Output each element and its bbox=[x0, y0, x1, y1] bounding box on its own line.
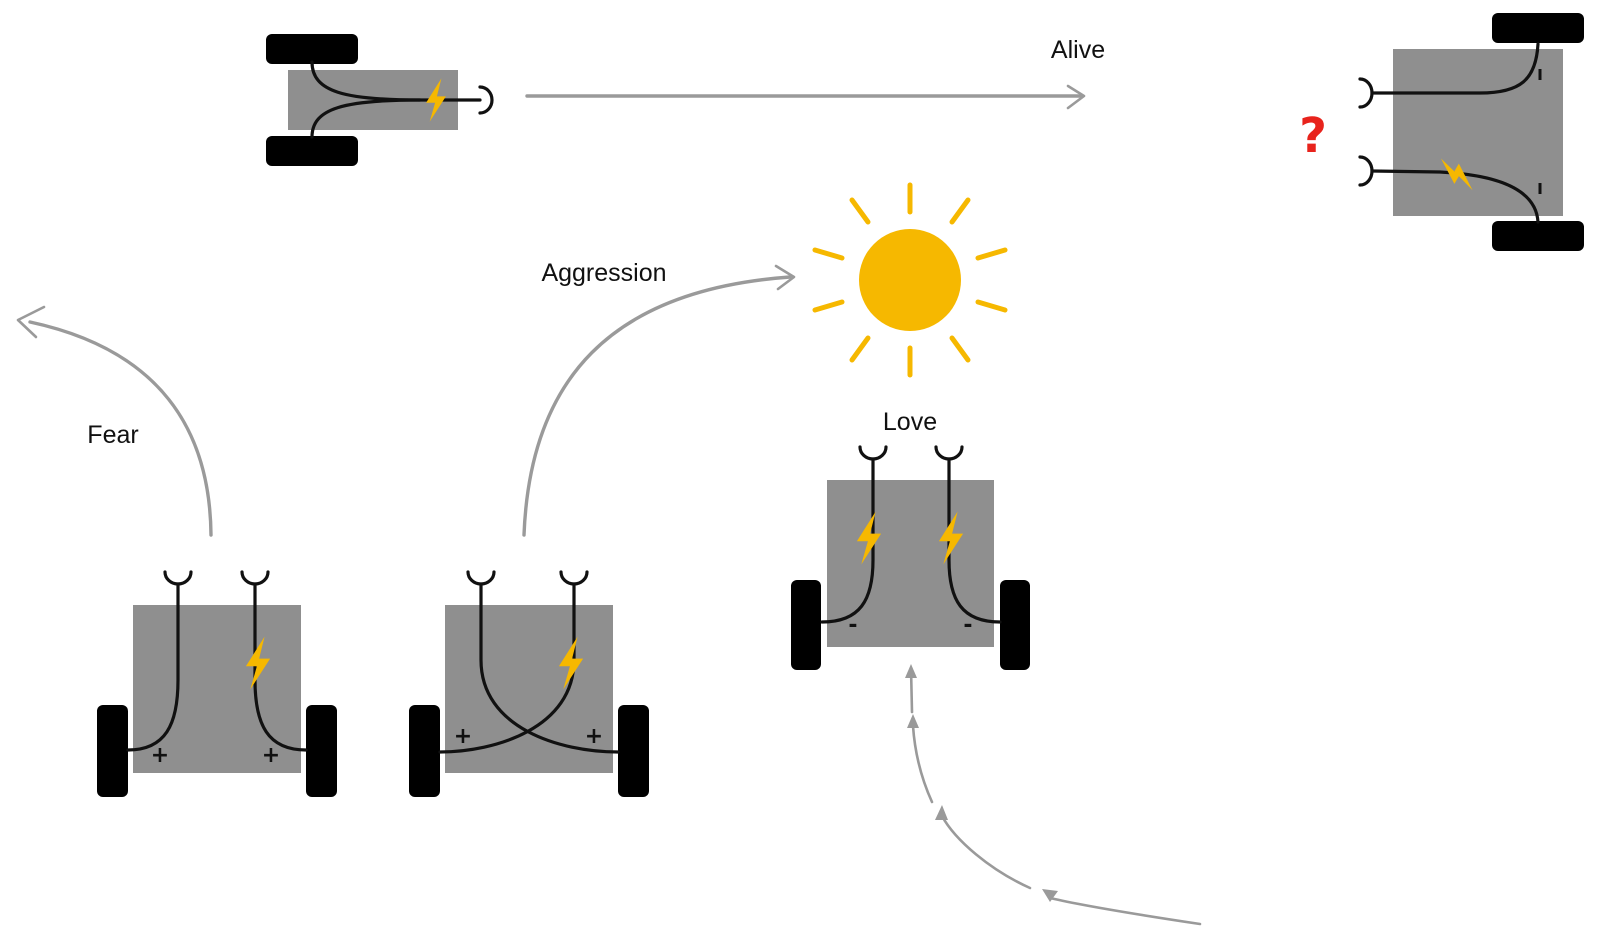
vehicle-body bbox=[133, 605, 301, 773]
vehicle-love: Love - - bbox=[791, 408, 1030, 670]
vehicle-body bbox=[827, 480, 994, 647]
wheel-icon bbox=[266, 34, 358, 64]
sensor-icon bbox=[858, 445, 888, 461]
connection-sign: + bbox=[585, 724, 603, 749]
sensor-icon bbox=[934, 445, 964, 461]
wheel-icon bbox=[1492, 13, 1584, 43]
sensor-icon bbox=[240, 570, 270, 586]
wheel-icon bbox=[618, 705, 649, 797]
vehicle-single-sensor bbox=[266, 34, 494, 166]
sensor-icon bbox=[1358, 77, 1374, 109]
wire bbox=[479, 582, 620, 754]
wheel-icon bbox=[1492, 221, 1584, 251]
wire bbox=[310, 98, 422, 139]
behavior-label-alive: Alive bbox=[1051, 36, 1105, 64]
behavior-label-fear: Fear bbox=[87, 421, 138, 449]
connection-sign: - bbox=[848, 613, 857, 638]
sun-icon bbox=[812, 182, 1008, 378]
love-approach-path bbox=[905, 664, 1202, 926]
vehicle-body bbox=[1393, 49, 1563, 216]
sensor-icon bbox=[559, 570, 589, 586]
question-mark-icon: ? bbox=[1299, 108, 1327, 164]
wheel-icon bbox=[266, 136, 358, 166]
connection-sign: - bbox=[963, 613, 972, 638]
wheel-icon bbox=[1000, 580, 1030, 670]
wheel-icon bbox=[306, 705, 337, 797]
wire bbox=[947, 457, 1002, 624]
wire bbox=[1370, 169, 1540, 224]
vehicle-aggression: + + bbox=[409, 570, 649, 797]
wheel-icon bbox=[409, 705, 440, 797]
vehicle-unknown: ? bbox=[1299, 13, 1584, 251]
connection-sign: + bbox=[454, 724, 472, 749]
connection-sign: + bbox=[262, 743, 280, 768]
sensor-icon bbox=[478, 85, 494, 115]
alive-arrow: Alive bbox=[525, 36, 1105, 110]
wire bbox=[126, 582, 180, 752]
wire bbox=[820, 457, 875, 624]
wire bbox=[1370, 42, 1540, 95]
connection-sign: + bbox=[151, 743, 169, 768]
behavior-label-love: Love bbox=[883, 408, 937, 436]
vehicle-body bbox=[445, 605, 613, 773]
behavior-label-aggression: Aggression bbox=[541, 259, 666, 287]
wire bbox=[253, 582, 308, 752]
vehicle-fear: + + bbox=[97, 570, 337, 797]
wheel-icon bbox=[97, 705, 128, 797]
sensor-icon bbox=[163, 570, 193, 586]
wheel-icon bbox=[791, 580, 821, 670]
sensor-icon bbox=[466, 570, 496, 586]
sensor-icon bbox=[1358, 155, 1374, 187]
fear-arrow: Fear bbox=[16, 305, 213, 537]
aggression-arrow: Aggression bbox=[522, 259, 796, 537]
